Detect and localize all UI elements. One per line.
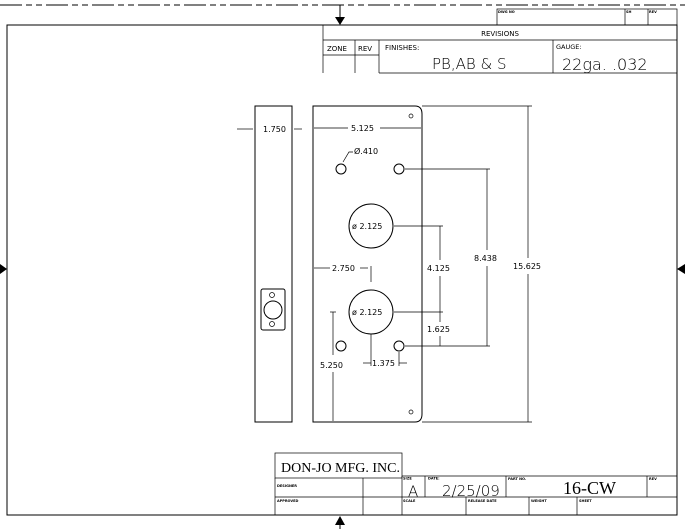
center-arrow-left-icon [0, 264, 7, 274]
revisions-block: DWG NO SH REV REVISIONS ZONE REV FINISHE… [322, 8, 678, 74]
gauge-value: 22ga. .032 [562, 55, 648, 74]
plate-front-view: 5.125 Ø.410 ø 2.125 ø 2.125 2.750 4.125 … [312, 105, 541, 423]
center-arrow-top-icon [335, 5, 345, 25]
center-arrow-bottom-icon [335, 516, 345, 529]
plate-height-dimension: 15.625 [513, 262, 541, 271]
approved-label: APPROVED [277, 499, 299, 503]
date-value: 2/25/09 [442, 482, 500, 500]
part-no-value: 16-CW [563, 478, 616, 498]
dwg-no-label: DWG NO [498, 10, 515, 14]
lower-bore-diameter-dimension: ø 2.125 [352, 308, 382, 317]
plate-width-dimension: 5.125 [351, 124, 374, 133]
date-label: DATE: [428, 477, 440, 481]
screw-offset-dimension: 1.375 [372, 359, 395, 368]
finishes-label: FINISHES: [385, 44, 419, 52]
zone-label: ZONE [327, 45, 347, 53]
upper-bore-diameter-dimension: ø 2.125 [352, 222, 382, 231]
rev-column-label: REV [358, 45, 372, 53]
release-date-label: RELEASE DATE [468, 499, 497, 503]
backset-dimension: 2.750 [332, 264, 355, 273]
rev-label: REV [649, 10, 657, 14]
gauge-label: GAUGE: [556, 43, 582, 51]
part-no-label: PART NO. [508, 477, 526, 481]
screw-to-bore-dimension: 1.625 [427, 325, 450, 334]
weight-label: WEIGHT [531, 499, 547, 503]
title-block: DON-JO MFG. INC. DESIGNER APPROVED SIZE … [274, 452, 677, 515]
side-width-dimension: 1.750 [263, 125, 286, 134]
company-name: DON-JO MFG. INC. [281, 461, 400, 476]
screw-spacing-dimension: 8.438 [474, 254, 497, 263]
revisions-label: REVISIONS [481, 30, 519, 38]
size-label: SIZE [403, 477, 412, 481]
side-view: 1.750 [237, 105, 302, 423]
designer-label: DESIGNER [277, 484, 297, 488]
bore-spacing-dimension: 4.125 [427, 264, 450, 273]
sheet-label: SHEET [579, 499, 592, 503]
size-value: A [408, 483, 418, 501]
finishes-value: PB,AB & S [432, 55, 506, 73]
bottom-to-bore-dimension: 5.250 [320, 361, 343, 370]
rev-label-bottom: REV [649, 477, 657, 481]
sh-label: SH [626, 10, 632, 14]
drawing-frame [6, 24, 678, 516]
scale-label: SCALE [403, 499, 416, 503]
center-arrow-right-icon [677, 264, 685, 274]
small-hole-diameter-dimension: Ø.410 [354, 146, 378, 156]
